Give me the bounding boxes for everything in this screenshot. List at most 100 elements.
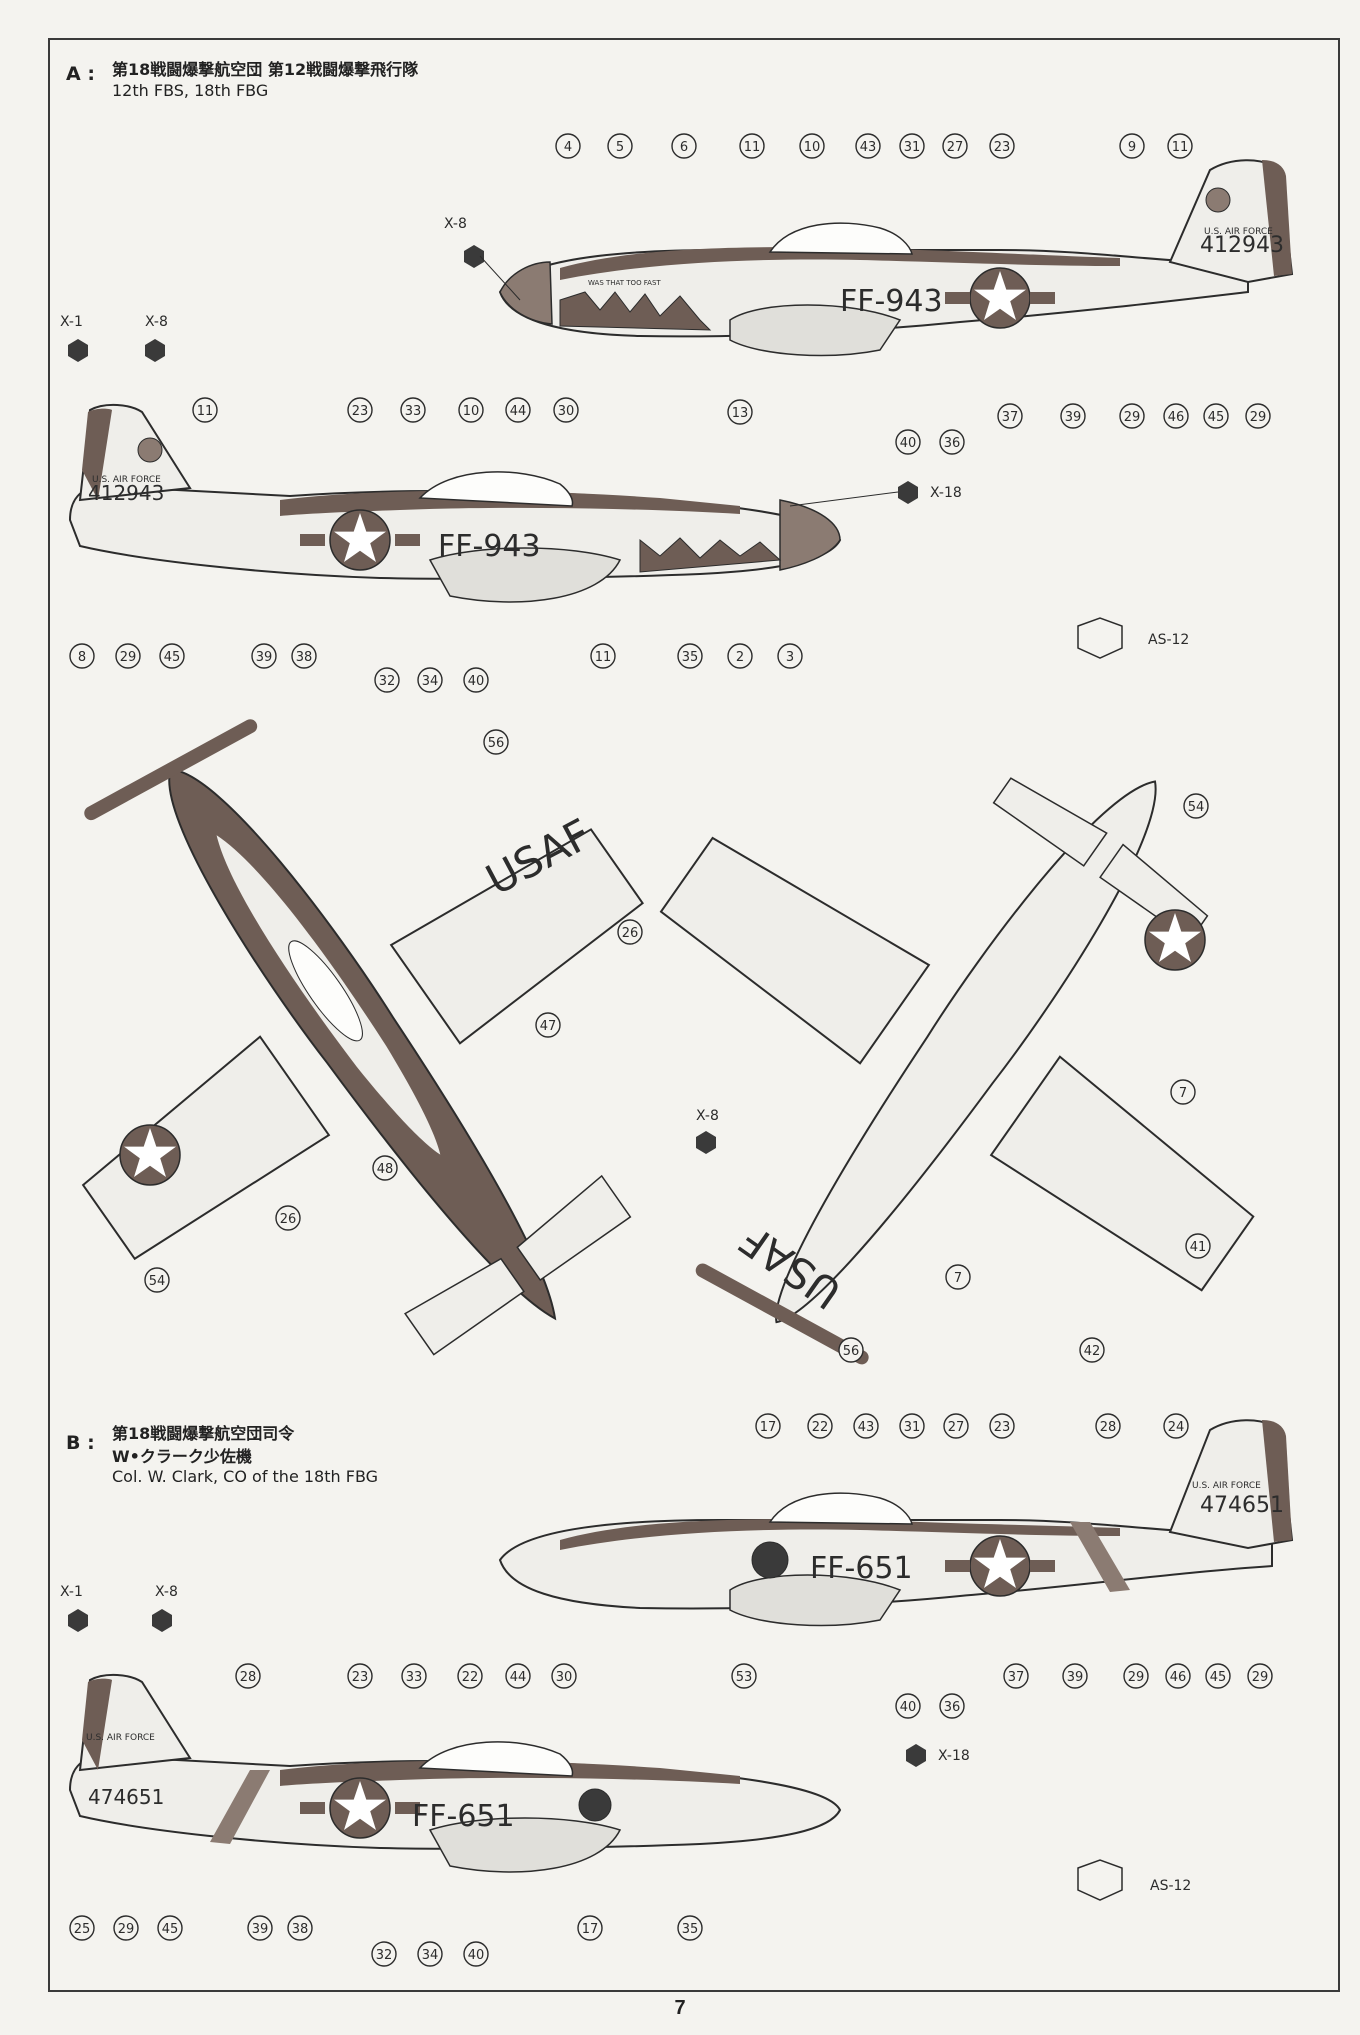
- svg-text:44: 44: [510, 1670, 527, 1685]
- callout-a-right-top-9: 9: [1119, 133, 1145, 159]
- svg-text:39: 39: [1067, 1670, 1084, 1685]
- svg-text:11: 11: [744, 140, 761, 155]
- callout-a-right-bottom-46: 46: [1163, 403, 1189, 429]
- svg-text:17: 17: [760, 1420, 777, 1435]
- svg-text:56: 56: [488, 736, 505, 751]
- paint-x18-a: X-18: [930, 485, 962, 501]
- svg-text:46: 46: [1170, 1670, 1187, 1685]
- callout-a-left-top-10: 10: [458, 397, 484, 423]
- section-b-title-en: Col. W. Clark, CO of the 18th FBG: [112, 1467, 379, 1486]
- callout-a-left-bottom-32: 32: [374, 667, 400, 693]
- callout-top-view-47: 47: [535, 1012, 561, 1038]
- callout-a-left-top-44: 44: [505, 397, 531, 423]
- svg-text:34: 34: [422, 1948, 439, 1963]
- callout-a-right-top-11: 11: [739, 133, 765, 159]
- paint-x8-top: X-8: [696, 1108, 719, 1124]
- svg-text:40: 40: [468, 674, 485, 689]
- callout-b-right-top-43: 43: [853, 1413, 879, 1439]
- b-left-serial: 474651: [88, 1785, 164, 1809]
- callout-a-right-bottom-29: 29: [1119, 403, 1145, 429]
- paint-x8-a-left: X-8: [145, 314, 168, 330]
- svg-text:46: 46: [1168, 410, 1185, 425]
- svg-text:29: 29: [118, 1922, 135, 1937]
- callout-b-right-bottom-39: 39: [1062, 1663, 1088, 1689]
- a-side-right: FF-943 412943 U.S. AIR FORCE WAS THAT TO…: [498, 159, 1294, 357]
- svg-text:23: 23: [994, 140, 1011, 155]
- svg-text:43: 43: [860, 140, 877, 155]
- section-b-title-jp-1: 第18戦闘爆撃航空団司令: [112, 1424, 295, 1443]
- callout-a-left-top-11: 11: [192, 397, 218, 423]
- callout-b-right-top-23: 23: [989, 1413, 1015, 1439]
- svg-text:33: 33: [406, 1670, 423, 1685]
- paint-callouts: X-8 X-1 X-8 X-18 X-8 X-1 X-8 X-18 AS-12 …: [60, 216, 1191, 1901]
- svg-text:48: 48: [377, 1162, 394, 1177]
- svg-text:54: 54: [1188, 800, 1205, 815]
- callout-b-left-bottom-39: 39: [247, 1915, 273, 1941]
- svg-text:11: 11: [595, 650, 612, 665]
- callout-a-left-bottom-11: 11: [590, 643, 616, 669]
- svg-text:43: 43: [858, 1420, 875, 1435]
- svg-text:7: 7: [1179, 1086, 1187, 1101]
- callout-a-right-top-27: 27: [942, 133, 968, 159]
- callout-b-left-top-30: 30: [551, 1663, 577, 1689]
- svg-text:33: 33: [405, 404, 422, 419]
- a-right-serial: 412943: [1200, 233, 1284, 258]
- a-right-nose-text: WAS THAT TOO FAST: [588, 279, 661, 287]
- callout-a-left-bottom-29: 29: [115, 643, 141, 669]
- svg-text:29: 29: [1124, 410, 1141, 425]
- a-side-left: FF-943 412943 U.S. AIR FORCE: [68, 404, 842, 603]
- svg-text:32: 32: [379, 674, 396, 689]
- svg-text:36: 36: [944, 436, 961, 451]
- callout-b-left-bottom-38: 38: [287, 1915, 313, 1941]
- svg-text:3: 3: [786, 650, 794, 665]
- paint-x1-b-left: X-1: [60, 1584, 83, 1600]
- callout-a-right-bottom-39: 39: [1060, 403, 1086, 429]
- callout-a-left-bottom-40: 40: [463, 667, 489, 693]
- svg-text:31: 31: [904, 140, 921, 155]
- svg-text:27: 27: [947, 140, 964, 155]
- svg-text:36: 36: [944, 1700, 961, 1715]
- callout-a-left-bottom-39: 39: [251, 643, 277, 669]
- svg-text:17: 17: [582, 1922, 599, 1937]
- callout-b-left-bottom-40: 40: [463, 1941, 489, 1967]
- callout-b-right-bottom-37: 37: [1003, 1663, 1029, 1689]
- callout-a-right-top-5: 5: [607, 133, 633, 159]
- b-side-right: FF-651 474651 U.S. AIR FORCE: [498, 1419, 1294, 1627]
- svg-text:35: 35: [682, 650, 699, 665]
- paint-x8-b-left: X-8: [155, 1584, 178, 1600]
- callout-b-left-top-22: 22: [457, 1663, 483, 1689]
- section-a-title-en: 12th FBS, 18th FBG: [112, 81, 269, 100]
- callout-b-right-top-28: 28: [1095, 1413, 1121, 1439]
- b-right-code: FF-651: [810, 1551, 913, 1586]
- callout-a-left-bottom-35: 35: [677, 643, 703, 669]
- svg-text:13: 13: [732, 406, 749, 421]
- callout-b-right-bottom-40: 40: [895, 1693, 921, 1719]
- svg-text:28: 28: [1100, 1420, 1117, 1435]
- callout-b-left-bottom-25: 25: [69, 1915, 95, 1941]
- callout-b-left-top-28: 28: [235, 1663, 261, 1689]
- svg-text:34: 34: [422, 674, 439, 689]
- callout-a-right-bottom-45: 45: [1203, 403, 1229, 429]
- svg-text:45: 45: [1210, 1670, 1227, 1685]
- callout-top-view-48: 48: [372, 1155, 398, 1181]
- callout-top-view-56: 56: [483, 729, 509, 755]
- svg-text:9: 9: [1128, 140, 1136, 155]
- svg-text:37: 37: [1002, 410, 1019, 425]
- callout-b-right-bottom-53: 53: [731, 1663, 757, 1689]
- callout-b-right-top-17: 17: [755, 1413, 781, 1439]
- svg-text:11: 11: [197, 404, 214, 419]
- callout-a-right-bottom-36: 36: [939, 429, 965, 455]
- b-left-code: FF-651: [412, 1799, 515, 1834]
- callout-a-right-top-43: 43: [855, 133, 881, 159]
- svg-text:44: 44: [510, 404, 527, 419]
- callout-b-left-bottom-29: 29: [113, 1915, 139, 1941]
- callout-b-left-top-44: 44: [505, 1663, 531, 1689]
- b-side-left: FF-651 474651 U.S. AIR FORCE: [68, 1674, 842, 1873]
- callout-bottom-view-41: 41: [1185, 1233, 1211, 1259]
- svg-text:54: 54: [149, 1274, 166, 1289]
- svg-text:29: 29: [1250, 410, 1267, 425]
- svg-text:38: 38: [292, 1922, 309, 1937]
- a-left-code: FF-943: [438, 529, 541, 564]
